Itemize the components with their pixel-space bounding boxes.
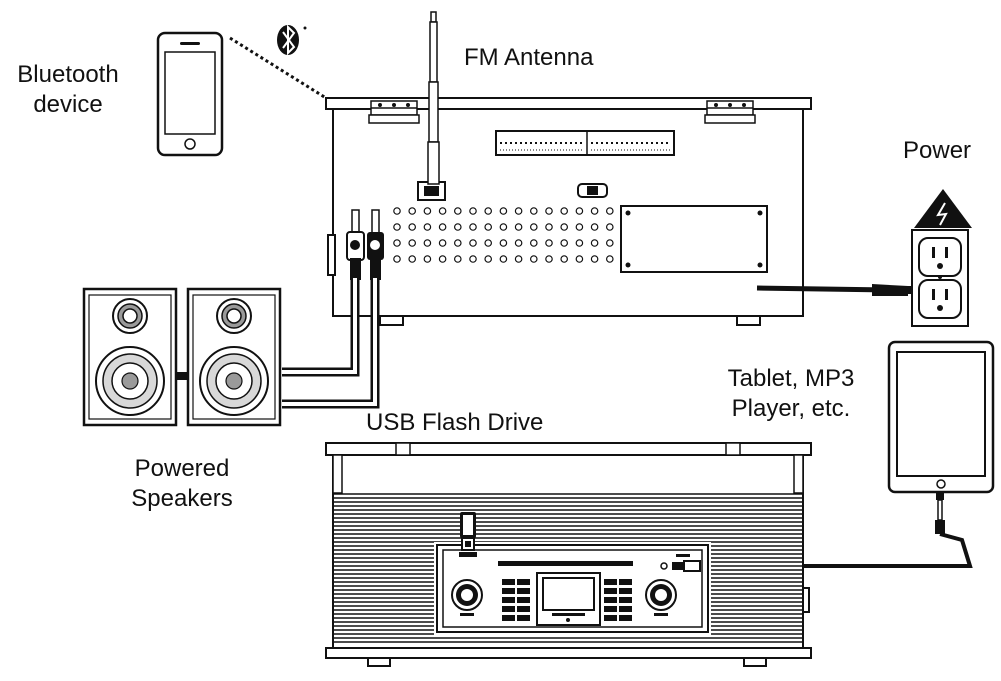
bluetooth-phone [156,31,224,157]
rear-side-knob [327,234,336,276]
hinge-right [704,100,756,124]
power-outlet [911,189,972,327]
front-display [536,572,601,626]
tablet-device [701,340,995,568]
bluetooth-link-dotted [229,36,327,100]
volume-knob [451,579,483,616]
label-bluetooth-line1: Bluetooth [17,61,119,88]
label-tablet-line1: Tablet, MP3 [727,365,855,392]
rear-speaker-grill [393,207,614,263]
tuning-knob [645,579,677,616]
rear-panel-plate [620,205,768,273]
bluetooth-icon [277,24,307,56]
button-bank-right [604,579,632,621]
label-powered-line2: Speakers [131,485,233,512]
aux-input-jack [660,554,701,572]
rca-cables [282,209,384,409]
label-power: Power [903,137,972,164]
label-tablet-line2: Player, etc. [731,395,851,422]
label-bluetooth-device: Bluetooth device [4,60,132,120]
antenna-jack [417,181,446,201]
button-bank-left [502,579,530,621]
label-bluetooth-line2: device [33,91,103,118]
hinge-left [368,100,420,124]
rear-switch [577,183,608,198]
powered-speakers [82,287,282,427]
usb-flash-drive [459,512,477,557]
label-tablet-mp3: Tablet, MP3 Player, etc. [706,364,876,424]
fm-antenna [427,11,440,185]
main-unit-front [325,442,812,667]
label-usb-flash-drive: USB Flash Drive [366,409,544,436]
rear-label-panel [495,130,675,156]
main-unit-rear [325,97,914,326]
label-powered-speakers: Powered Speakers [110,454,254,514]
label-fm-antenna: FM Antenna [464,44,594,71]
label-powered-line1: Powered [134,455,230,482]
